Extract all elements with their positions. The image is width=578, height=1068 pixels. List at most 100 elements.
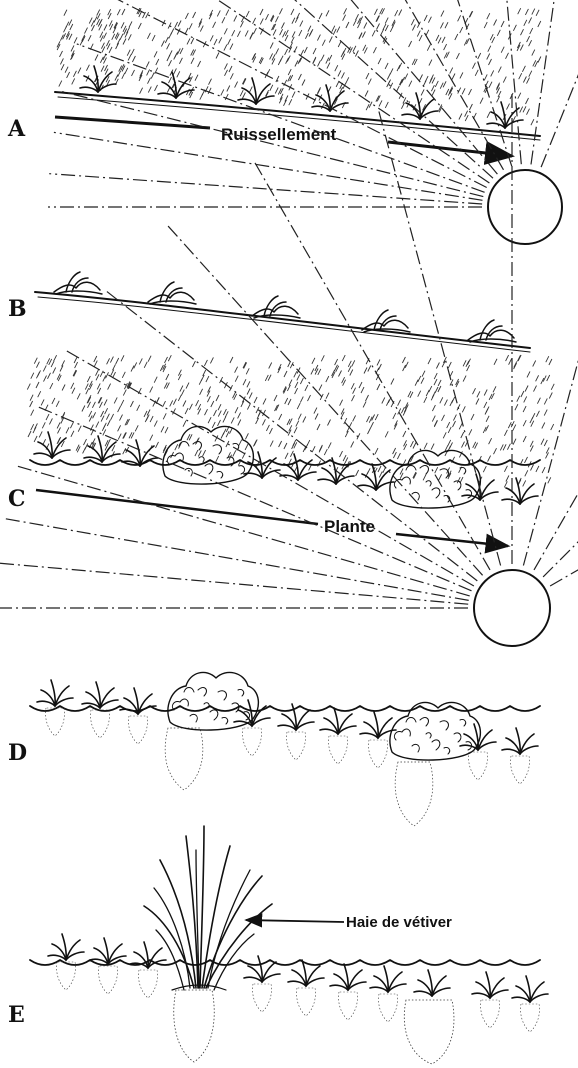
rain-streak bbox=[465, 115, 468, 121]
vetiver-pointer bbox=[246, 920, 344, 922]
rain-streak bbox=[529, 71, 532, 77]
rain-streak bbox=[71, 431, 74, 437]
rain-streak bbox=[452, 397, 455, 403]
panel-b: B bbox=[8, 0, 578, 352]
rain-streak bbox=[361, 387, 364, 393]
rain-streak bbox=[332, 26, 335, 32]
sprout bbox=[487, 102, 523, 128]
rain-streak bbox=[312, 358, 315, 364]
plant bbox=[252, 296, 300, 318]
rain-streak bbox=[165, 37, 168, 43]
rain-streak bbox=[476, 399, 479, 405]
rain-streak bbox=[216, 53, 219, 59]
rain-streak bbox=[375, 448, 378, 454]
rain-streak bbox=[245, 444, 248, 450]
rain-streak bbox=[216, 395, 219, 401]
rain-streak bbox=[503, 444, 506, 450]
rain-streak bbox=[195, 450, 198, 456]
rain-streak bbox=[513, 425, 516, 431]
rain-streak bbox=[179, 58, 182, 64]
rain-streak bbox=[53, 368, 56, 374]
rain-streak bbox=[544, 440, 547, 446]
rain-streak bbox=[436, 35, 439, 41]
rain-streak bbox=[390, 68, 393, 74]
rain-streak bbox=[89, 18, 92, 24]
sun-ray bbox=[171, 0, 494, 178]
rain-streak bbox=[484, 390, 487, 396]
rain-streak bbox=[377, 384, 380, 390]
panel-letter-b: B bbox=[8, 296, 27, 322]
rain-streak bbox=[448, 440, 451, 446]
rain-streak bbox=[337, 27, 340, 33]
rain-streak bbox=[318, 369, 321, 375]
rain-streak bbox=[489, 438, 492, 444]
rain-streak bbox=[317, 35, 320, 41]
rain-streak bbox=[497, 30, 500, 36]
rain-streak bbox=[295, 382, 298, 388]
rain-streak bbox=[120, 415, 123, 421]
rain-streak bbox=[335, 65, 338, 71]
rain-streak bbox=[103, 429, 106, 435]
rain-streak bbox=[132, 70, 135, 76]
rain-streak bbox=[295, 388, 298, 394]
rain-streak bbox=[420, 75, 423, 81]
rain-streak bbox=[253, 18, 256, 24]
rain-streak bbox=[446, 89, 449, 95]
rain-streak bbox=[422, 371, 425, 377]
rain-streak bbox=[319, 385, 322, 391]
rain-streak bbox=[169, 60, 172, 66]
rain-streak bbox=[154, 377, 157, 383]
rain-streak bbox=[144, 362, 147, 368]
rain-streak bbox=[299, 30, 302, 36]
ground-line-b bbox=[35, 292, 530, 348]
rain-streak bbox=[291, 37, 294, 43]
rain-streak bbox=[120, 34, 123, 40]
rain-streak bbox=[74, 357, 77, 363]
sprout bbox=[80, 66, 116, 92]
rain-streak bbox=[372, 30, 375, 36]
rain-streak bbox=[43, 365, 46, 371]
rain-streak bbox=[340, 400, 343, 406]
rain-streak bbox=[301, 50, 304, 56]
rain-streak bbox=[431, 85, 434, 91]
rain-streak bbox=[270, 43, 273, 49]
rain-streak bbox=[77, 393, 80, 399]
rain-streak bbox=[506, 355, 509, 361]
rain-streak bbox=[64, 10, 67, 16]
rain-streak bbox=[129, 21, 132, 27]
rain-streak bbox=[60, 58, 63, 64]
rain-streak bbox=[225, 70, 228, 76]
rain-streak bbox=[279, 414, 282, 420]
rain-field-a bbox=[57, 8, 541, 125]
rain-streak bbox=[223, 409, 226, 415]
rain-streak bbox=[319, 13, 322, 19]
rain-streak bbox=[520, 45, 523, 51]
rain-streak bbox=[534, 386, 537, 392]
rain-streak bbox=[30, 401, 33, 407]
rain-streak bbox=[546, 452, 549, 458]
rain-streak bbox=[78, 68, 81, 74]
rain-streak bbox=[123, 390, 126, 396]
rain-streak bbox=[374, 9, 377, 15]
rain-streak bbox=[232, 30, 235, 36]
rain-streak bbox=[385, 63, 388, 69]
rain-streak bbox=[378, 58, 381, 64]
rain-streak bbox=[245, 30, 248, 36]
vetiver-label: Haie de vétiver bbox=[346, 914, 452, 931]
rain-streak bbox=[541, 439, 544, 445]
rain-streak bbox=[513, 25, 516, 31]
rain-streak bbox=[146, 415, 149, 421]
rain-streak bbox=[353, 20, 356, 26]
rain-streak bbox=[459, 423, 462, 429]
sprout bbox=[370, 966, 406, 992]
rain-streak bbox=[297, 374, 300, 380]
rain-streak bbox=[191, 58, 194, 64]
rain-streak bbox=[438, 386, 441, 392]
rain-streak bbox=[106, 372, 109, 378]
rain-streak bbox=[518, 8, 521, 14]
rain-streak bbox=[218, 420, 221, 426]
rain-streak bbox=[287, 385, 290, 391]
rain-streak bbox=[170, 400, 173, 406]
rain-streak bbox=[285, 30, 288, 36]
rain-streak bbox=[86, 65, 89, 71]
